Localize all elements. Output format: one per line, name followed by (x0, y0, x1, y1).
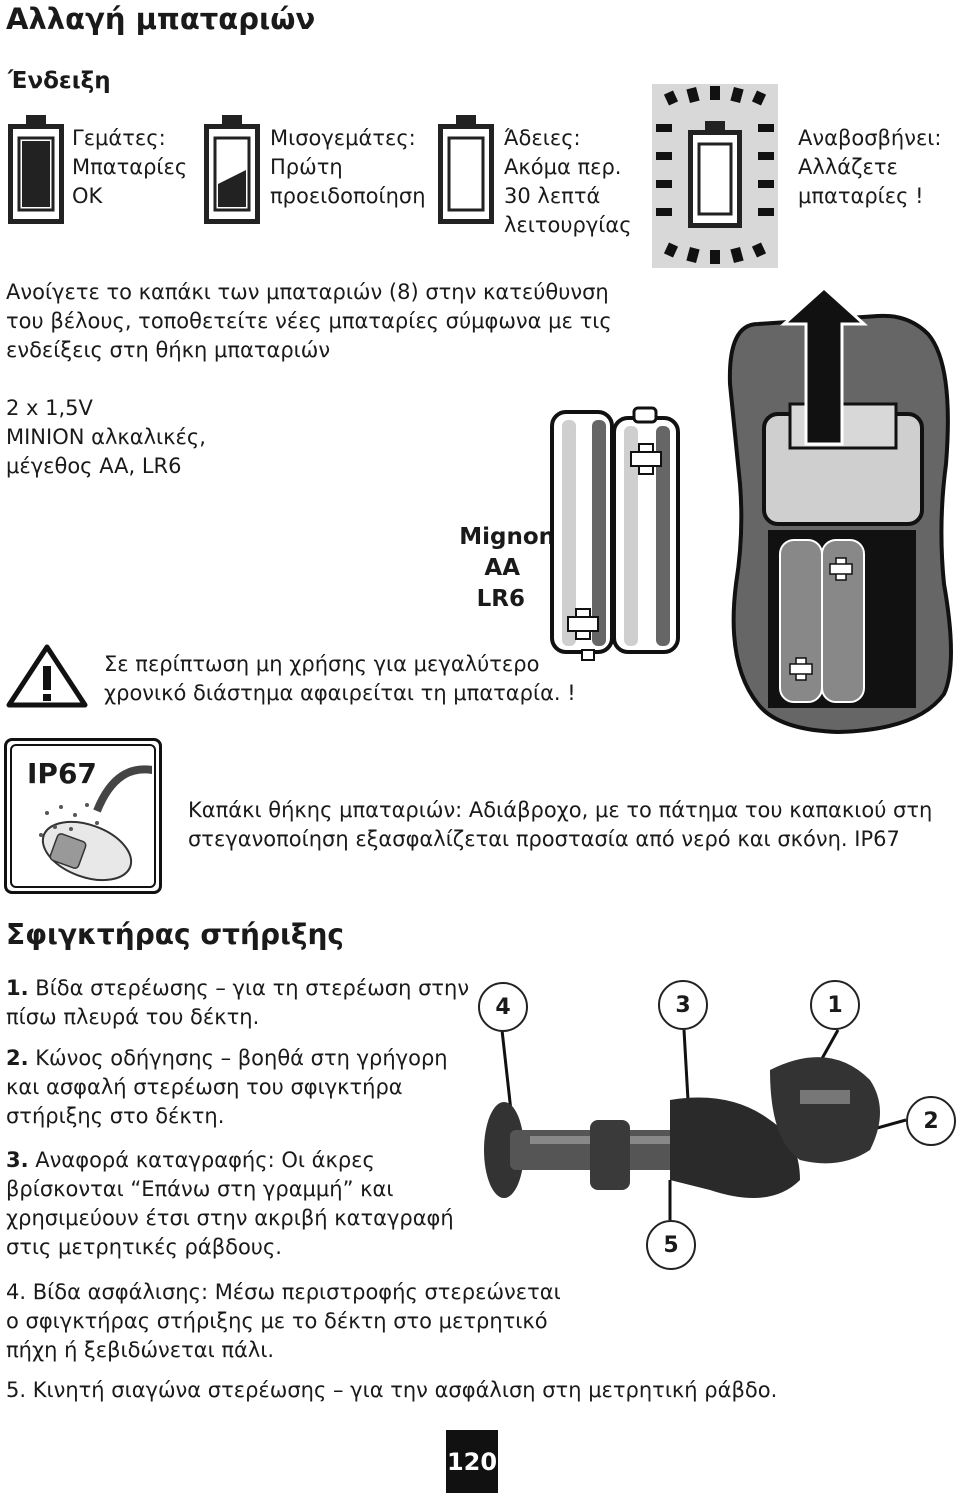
clamp-item-num: 4. (6, 1280, 27, 1304)
indicator-half-line: προειδοποίηση (270, 184, 426, 208)
clamp-item-num: 2. (6, 1046, 29, 1070)
ip67-text: Καπάκι θήκης μπαταριών: Αδιάβροχο, με το… (188, 796, 932, 854)
clamp-illustration (484, 1029, 907, 1220)
indicator-empty-line: Ακόμα περ. (504, 155, 622, 179)
clamp-item-1: 1. Βίδα στερέωσης – για τη στερέωση στην… (6, 974, 469, 1032)
indicator-blink-label: Αναβοσβήνει: (798, 126, 942, 150)
mignon-line: LR6 (476, 586, 525, 612)
warning-text: Σε περίπτωση μη χρήσης για μεγαλύτερο χρ… (104, 650, 576, 708)
clamp-item-5: 5. Κινητή σιαγώνα στερέωσης – για την ασ… (6, 1376, 777, 1405)
indicator-empty-text: Άδειες: Ακόμα περ. 30 λεπτά λειτουργίας (504, 124, 632, 240)
clamp-item-text: ο σφιγκτήρας στήριξης με το δέκτη στο με… (6, 1309, 548, 1333)
instructions-line: Ανοίγετε το καπάκι των μπαταριών (8) στη… (6, 280, 609, 304)
warning-line: χρονικό διάστημα αφαιρείται τη μπαταρία.… (104, 681, 576, 705)
indicator-half-text: Μισογεμάτες: Πρώτη προειδοποίηση (270, 124, 426, 211)
clamp-item-text: Βίδα ασφάλισης: Μέσω περιστροφής στερεών… (32, 1280, 561, 1304)
indicator-empty-label: Άδειες: (504, 126, 581, 150)
indicator-blink-line: μπαταρίες ! (798, 184, 924, 208)
warning-line: Σε περίπτωση μη χρήσης για μεγαλύτερο (104, 652, 540, 676)
battery-indicators-graphic (8, 84, 778, 268)
aa-batteries-illustration (550, 406, 680, 661)
ip67-line: Καπάκι θήκης μπαταριών: Αδιάβροχο, με το… (188, 798, 933, 822)
clamp-heading: Σφιγκτήρας στήριξης (6, 918, 344, 951)
page-title: Αλλαγή μπαταριών (6, 2, 316, 36)
clamp-item-2: 2. Κώνος οδήγησης – βοηθά στη γρήγορη κα… (6, 1044, 448, 1131)
mignon-line: Mignon (459, 524, 555, 550)
clamp-item-text: Βίδα στερέωσης – για τη στερέωση στην (35, 976, 470, 1000)
battery-spec: 2 x 1,5V MINION αλκαλικές, μέγεθος AA, L… (6, 394, 206, 481)
clamp-item-num: 3. (6, 1148, 29, 1172)
indicator-half-label: Μισογεμάτες: (270, 126, 416, 150)
instructions-paragraph: Ανοίγετε το καπάκι των μπαταριών (8) στη… (6, 278, 612, 365)
clamp-item-text: Κώνος οδήγησης – βοηθά στη γρήγορη (35, 1046, 448, 1070)
ip67-line: στεγανοποίηση εξασφαλίζεται προστασία απ… (188, 827, 900, 851)
clamp-item-text: βρίσκονται “Επάνω στη γραμμή” και (6, 1177, 394, 1201)
battery-full-icon (8, 115, 64, 224)
clamp-item-text: πήχη ή ξεβιδώνεται πάλι. (6, 1338, 275, 1362)
indication-heading: Ένδειξη (8, 68, 111, 94)
water-spray-icon (39, 765, 152, 882)
mignon-line: AA (484, 555, 520, 581)
battery-spec-line: 2 x 1,5V (6, 396, 93, 420)
clamp-item-num: 5. (6, 1378, 27, 1402)
clamp-item-text: και ασφαλή στερέωση του σφιγκτήρα (6, 1075, 403, 1099)
ip67-badge: IP67 (4, 738, 162, 894)
indicator-full-text: Γεμάτες: Μπαταρίες OK (72, 124, 187, 211)
indicator-empty-line: λειτουργίας (504, 213, 632, 237)
warning-icon (6, 644, 88, 708)
clamp-item-text: Κινητή σιαγώνα στερέωσης – για την ασφάλ… (32, 1378, 778, 1402)
callout-3: 3 (658, 980, 708, 1030)
callout-2: 2 (906, 1096, 956, 1146)
callout-1: 1 (810, 980, 860, 1030)
clamp-item-text: στις μετρητικές ράβδους. (6, 1235, 282, 1259)
battery-blinking-icon (652, 84, 778, 268)
indicator-full-line: OK (72, 184, 103, 208)
callout-4: 4 (478, 982, 528, 1032)
battery-spec-line: μέγεθος AA, LR6 (6, 454, 182, 478)
clamp-item-text: Αναφορά καταγραφής: Οι άκρες (35, 1148, 375, 1172)
clamp-item-3: 3. Αναφορά καταγραφής: Οι άκρες βρίσκοντ… (6, 1146, 454, 1262)
page-number: 120 (446, 1430, 498, 1493)
clamp-item-text: στήριξης στο δέκτη. (6, 1104, 225, 1128)
indicator-full-line: Μπαταρίες (72, 155, 188, 179)
ip67-badge-label: IP67 (27, 757, 97, 790)
clamp-item-num: 1. (6, 976, 29, 1000)
clamp-item-text: χρησιμεύουν έτσι στην ακριβή καταγραφή (6, 1206, 454, 1230)
clamp-item-4: 4. Βίδα ασφάλισης: Μέσω περιστροφής στερ… (6, 1278, 561, 1365)
mignon-label: Mignon AA LR6 (455, 522, 555, 615)
indicator-half-line: Πρώτη (270, 155, 343, 179)
clamp-item-text: πίσω πλευρά του δέκτη. (6, 1005, 260, 1029)
battery-half-icon (204, 115, 260, 224)
battery-empty-icon (438, 115, 494, 224)
indicator-blink-line: Αλλάζετε (798, 155, 898, 179)
callout-5: 5 (646, 1220, 696, 1270)
instructions-line: ενδείξεις στη θήκη μπαταριών (6, 338, 331, 362)
battery-compartment-illustration (727, 285, 953, 735)
indicator-blink-text: Αναβοσβήνει: Αλλάζετε μπαταρίες ! (798, 124, 941, 211)
indicator-empty-line: 30 λεπτά (504, 184, 601, 208)
instructions-line: του βέλους, τοποθετείτε νέες μπαταρίες σ… (6, 309, 612, 333)
battery-spec-line: MINION αλκαλικές, (6, 425, 206, 449)
indicator-full-label: Γεμάτες: (72, 126, 166, 150)
